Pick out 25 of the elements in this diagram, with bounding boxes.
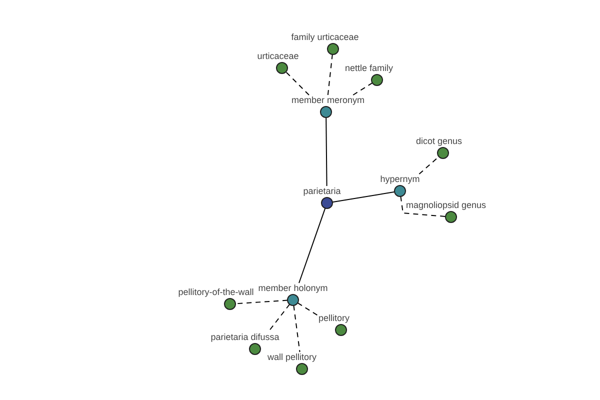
node-label: parietaria <box>303 186 341 197</box>
dashed-connector-line <box>293 305 300 352</box>
dashed-connector-line <box>297 302 318 316</box>
dashed-connector-line <box>285 71 310 96</box>
connector-line <box>332 191 396 203</box>
node-label: wall pellitory <box>267 352 317 363</box>
node-label: family urticaceae <box>291 32 359 43</box>
dashed-connector-line <box>268 304 290 332</box>
node-label: urticaceae <box>257 51 299 62</box>
node-label: member meronym <box>291 95 364 106</box>
dashed-connector-line <box>400 196 446 217</box>
connector-line <box>298 208 326 284</box>
dashed-connector-line <box>327 54 333 96</box>
node-label: pellitory <box>318 313 350 324</box>
dashed-connector-line <box>352 82 373 96</box>
dashed-connector-line <box>418 156 440 174</box>
node-label: member holonym <box>258 283 328 294</box>
node-label: dicot genus <box>416 136 462 147</box>
connector-line <box>326 117 328 186</box>
node-label: hypernym <box>380 174 420 185</box>
node-label: pellitory-of-the-wall <box>178 287 254 298</box>
node-label: magnoliopsid genus <box>406 200 486 211</box>
node-label: nettle family <box>344 63 394 74</box>
dashed-connector-line <box>235 300 288 304</box>
node-label: parietaria difussa <box>210 332 280 343</box>
